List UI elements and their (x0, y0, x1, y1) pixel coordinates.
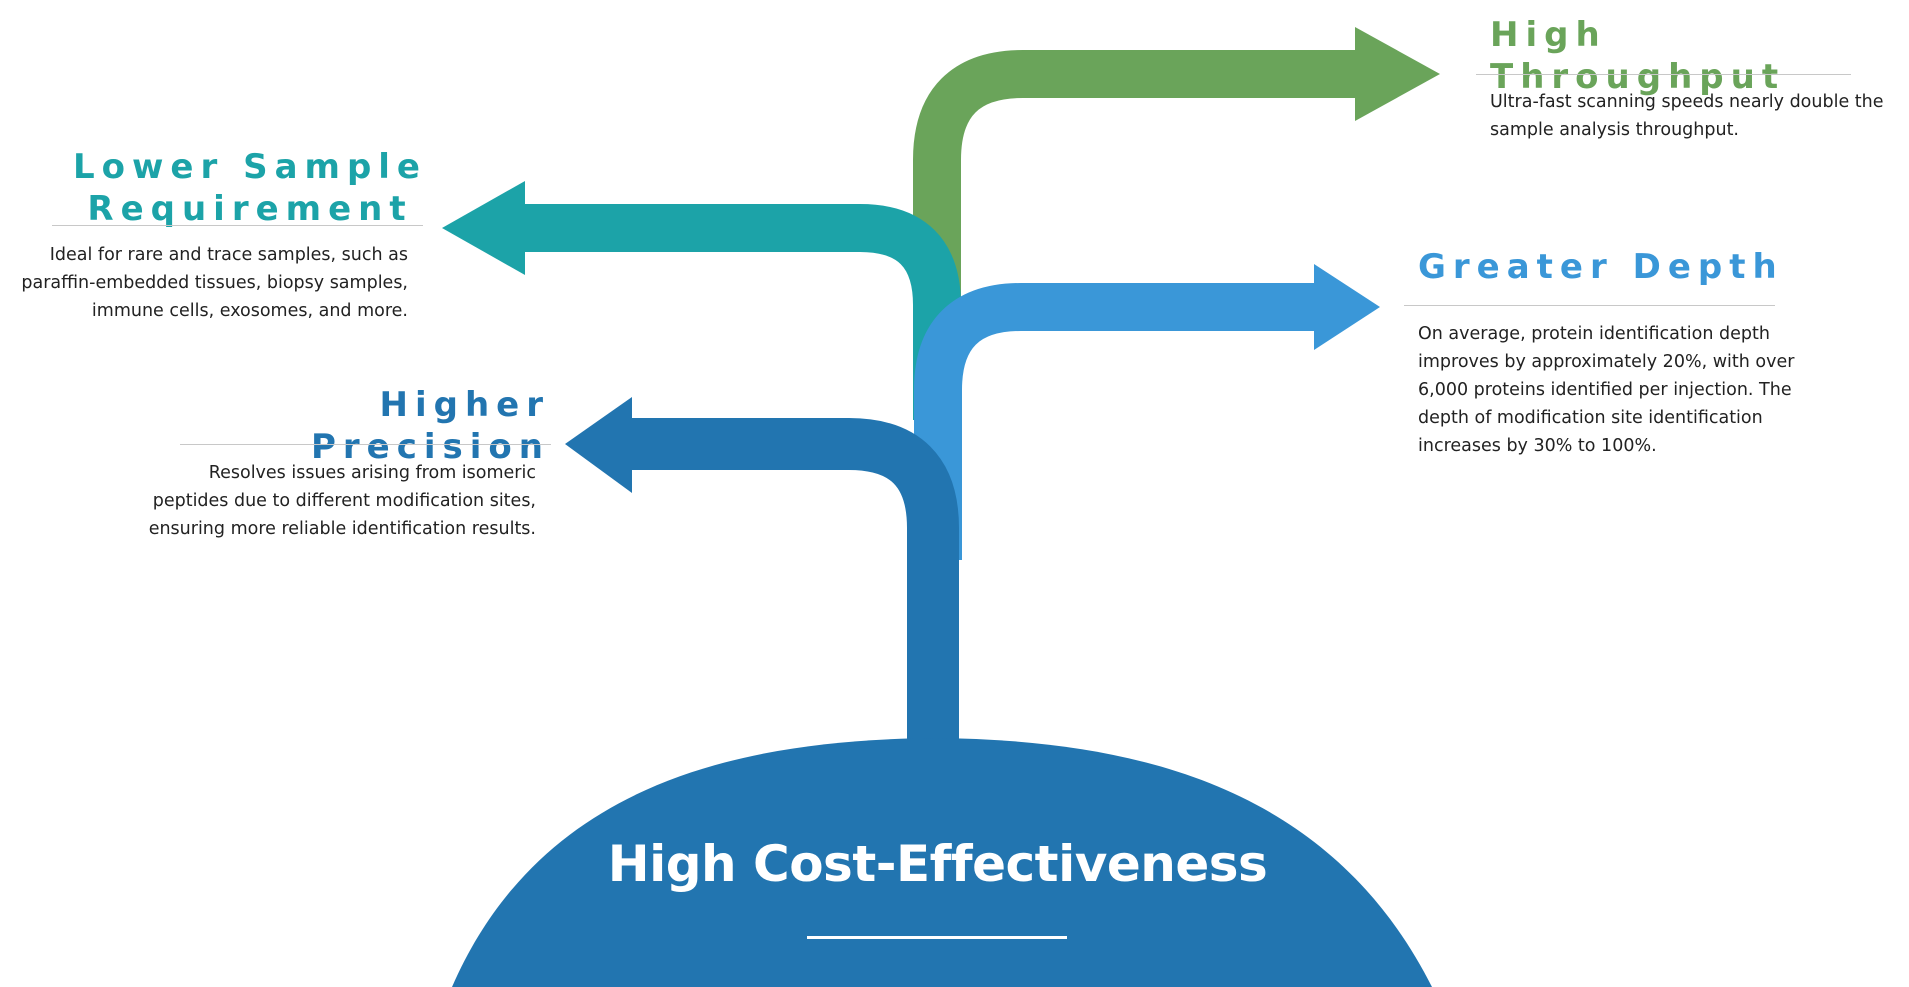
arrow-high-throughput (913, 27, 1440, 355)
high-throughput-description: Ultra-fast scanning speeds nearly double… (1490, 92, 1884, 140)
greater-depth-description: On average, protein identification depth… (1418, 324, 1795, 456)
higher-precision-description: Resolves issues arising from isomeric pe… (148, 463, 536, 539)
arrow-higher-precision (565, 397, 959, 760)
lower-sample-divider (52, 225, 423, 226)
high-throughput-divider (1476, 74, 1851, 75)
base-mound (452, 738, 1432, 987)
lower-sample-title: Lower Sample Requirement (72, 147, 427, 229)
lower-sample-description: Ideal for rare and trace samples, such a… (21, 245, 408, 321)
higher-precision-title: Higher Precision (310, 385, 550, 467)
high-throughput-title: High Throughput (1490, 15, 1786, 97)
center-divider (807, 936, 1067, 939)
greater-depth-divider (1404, 305, 1775, 306)
arrow-greater-depth (914, 264, 1380, 560)
center-title: High Cost-Effectiveness (607, 835, 1268, 893)
arrow-lower-sample (442, 181, 961, 420)
greater-depth-title: Greater Depth (1418, 247, 1784, 287)
higher-precision-divider (180, 444, 551, 445)
